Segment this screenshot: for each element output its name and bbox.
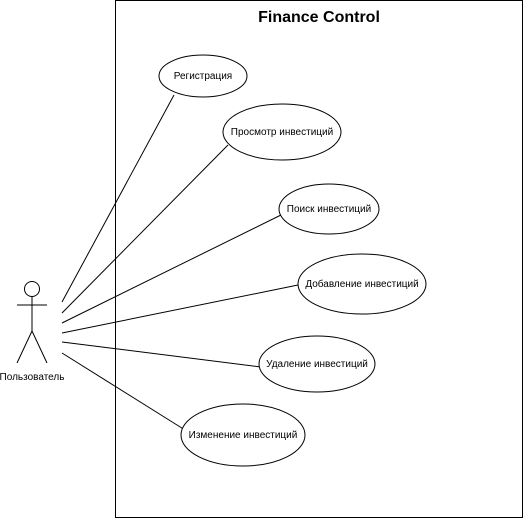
use-case-label: Удаление инвестиций (266, 359, 368, 370)
use-case-label: Регистрация (174, 71, 232, 82)
use-case-label: Добавление инвестиций (305, 278, 418, 290)
use-case-ellipse (158, 54, 248, 98)
use-case-label: Поиск инвестиций (287, 204, 371, 215)
associations (61, 94, 299, 431)
use-case-label: Просмотр инвестиций (231, 127, 333, 138)
actor-user: Пользователь (0, 281, 64, 383)
actor-stick-figure-icon (16, 281, 48, 364)
use-case-ellipse (258, 335, 376, 393)
use-case-edit-investments: Изменение инвестиций (180, 403, 306, 467)
use-case-search-investments: Поиск инвестиций (278, 183, 380, 235)
association-line-add-investments (61, 284, 299, 334)
association-line-view-investments (61, 144, 229, 314)
association-line-edit-investments (61, 352, 186, 431)
system-title: Finance Control (258, 9, 380, 26)
association-line-search-investments (61, 213, 284, 324)
use-case-ellipse (222, 103, 342, 161)
use-case-ellipse (180, 403, 306, 467)
use-case-ellipse (297, 253, 427, 315)
use-case-add-investments: Добавление инвестиций (297, 253, 427, 315)
use-case-delete-investments: Удаление инвестиций (258, 335, 376, 393)
use-case-label: Изменение инвестиций (189, 430, 298, 441)
use-case-view-investments: Просмотр инвестиций (222, 103, 342, 161)
association-line-registration (61, 94, 175, 303)
use-case-ellipse (278, 183, 380, 235)
association-line-delete-investments (61, 341, 262, 368)
actor-label: Пользователь (0, 372, 64, 383)
use-case-registration: Регистрация (158, 54, 248, 98)
